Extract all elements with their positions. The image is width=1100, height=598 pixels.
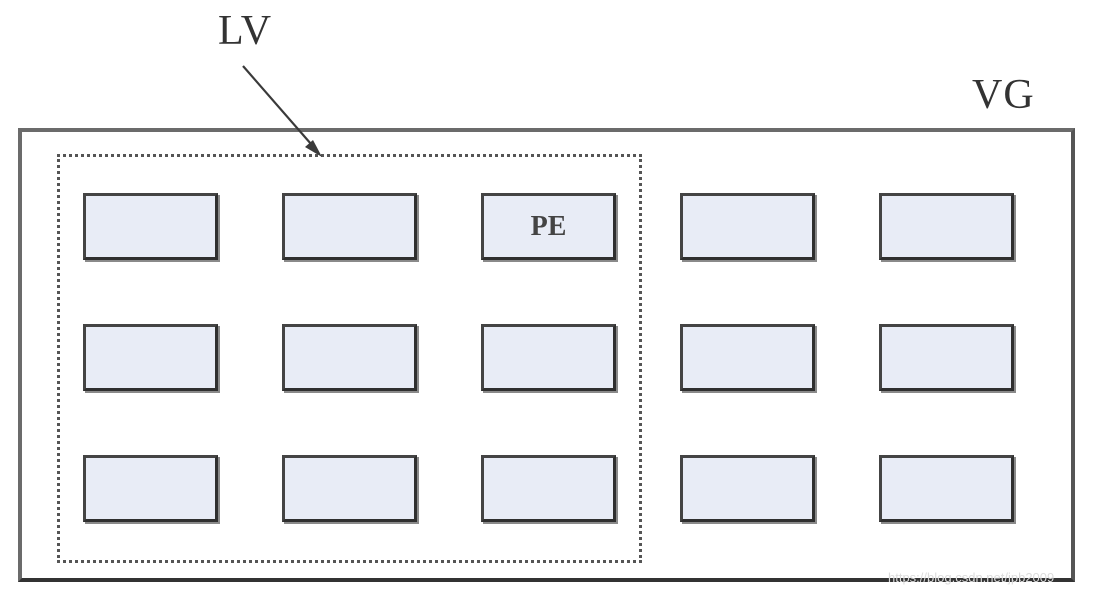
vg-label: VG	[972, 72, 1035, 118]
physical-extent	[481, 324, 616, 391]
lv-label: LV	[218, 8, 273, 54]
physical-extent	[282, 193, 417, 260]
watermark: https://blog.csdn.net/jpb2009	[888, 570, 1055, 585]
physical-extent	[481, 455, 616, 522]
physical-extent	[83, 324, 218, 391]
physical-extent	[879, 455, 1014, 522]
physical-extent	[879, 324, 1014, 391]
physical-extent-labeled: PE	[481, 193, 616, 260]
logical-volume-box	[57, 154, 642, 563]
physical-extent	[282, 455, 417, 522]
physical-extent	[282, 324, 417, 391]
physical-extent	[680, 324, 815, 391]
physical-extent	[83, 193, 218, 260]
pe-label: PE	[530, 210, 567, 242]
physical-extent	[680, 193, 815, 260]
physical-extent	[879, 193, 1014, 260]
physical-extent	[83, 455, 218, 522]
physical-extent	[680, 455, 815, 522]
